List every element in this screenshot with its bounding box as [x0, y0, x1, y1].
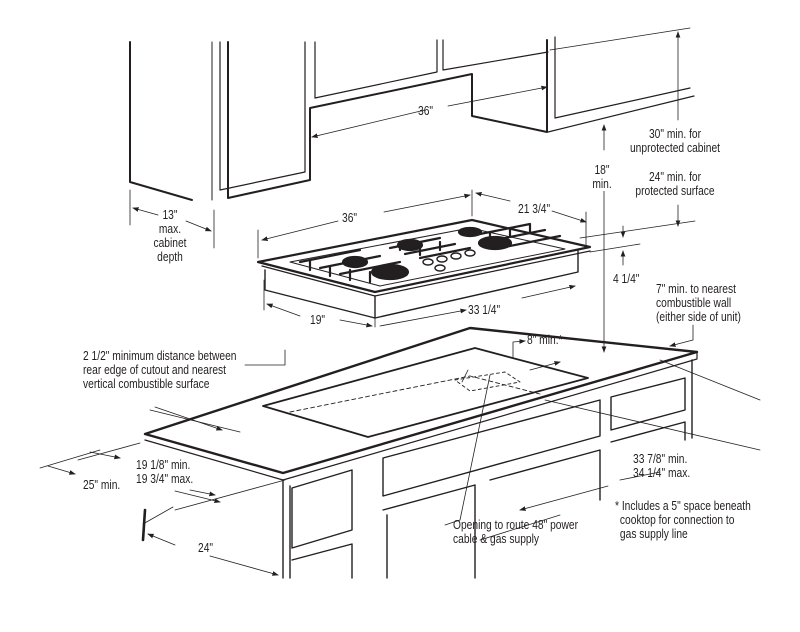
side-wall-line: combustible wall: [656, 296, 732, 310]
side-wall-line: 7" min. to nearest: [656, 282, 736, 296]
vertical-clearance-dimensions: [579, 31, 696, 353]
min-height-above-label: 18" min.: [585, 163, 619, 191]
protected-line: protected surface: [635, 184, 715, 198]
cabinet-depth-line: depth: [157, 250, 183, 264]
min-height-line: min.: [592, 177, 612, 191]
cabinet-base-depth-label: 24": [198, 541, 214, 555]
opening-line: Opening to route 48" power: [453, 518, 579, 532]
counter-depth-label: 25" min.: [83, 478, 121, 492]
cutout-width-range-label: 33 7/8" min. 34 1/4" max.: [633, 452, 690, 480]
footnote-line: * Includes a 5" space beneath: [615, 499, 751, 513]
cutout-width-line: 33 7/8" min.: [633, 452, 688, 466]
control-knobs: [422, 249, 476, 272]
rear-edge-line: rear edge of cutout and nearest: [83, 363, 227, 377]
cutout-depth-line: 19 3/4" max.: [136, 472, 194, 486]
footnote: * Includes a 5" space beneath cooktop fo…: [615, 499, 751, 541]
rear-edge-line: 2 1/2" minimum distance between: [83, 349, 237, 363]
lower-dimensions: [39, 339, 761, 576]
cooktop-depth-label: 21 3/4": [518, 202, 551, 216]
cutout-width-line: 34 1/4" max.: [633, 466, 691, 480]
unprotected-line: 30" min. for: [648, 127, 702, 141]
cabinet-depth-line: cabinet: [153, 236, 187, 250]
base-cabinets: [282, 359, 693, 579]
footnote-line: cooktop for connection to: [619, 513, 735, 527]
cooktop-dimensions: [257, 189, 587, 328]
cabinet-depth-line: 13": [162, 208, 178, 222]
rear-edge-note: 2 1/2" minimum distance between rear edg…: [83, 349, 236, 391]
footnote-line: gas supply line: [619, 527, 688, 541]
cooktop-width-label: 36": [342, 211, 358, 225]
opening-line: cable & gas supply: [453, 532, 540, 546]
upper-cabinets: [129, 27, 695, 201]
side-wall-clearance-label: 7" min. to nearest combustible wall (eit…: [656, 282, 741, 324]
rear-min-label: 8" min.*: [527, 333, 563, 347]
cabinet-gap-width-label: 36": [418, 104, 434, 118]
countertop: [143, 326, 699, 481]
cutout-depth-line: 19 1/8" min.: [136, 458, 191, 472]
side-wall-line: (either side of unit): [656, 310, 741, 324]
unprotected-cabinet-label: 30" min. for unprotected cabinet: [622, 127, 729, 155]
protected-surface-label: 24" min. for protected surface: [626, 170, 724, 198]
min-height-line: 18": [594, 163, 610, 177]
cabinet-depth-dimension: [129, 189, 215, 249]
unprotected-line: unprotected cabinet: [629, 141, 721, 155]
cutout-depth-small-label: 19": [310, 313, 326, 327]
cutout-depth-range-label: 19 1/8" min. 19 3/4" max.: [136, 458, 193, 486]
cabinet-depth-label: 13" max. cabinet depth: [145, 208, 194, 264]
protected-line: 24" min. for: [648, 170, 702, 184]
burner-grates: [298, 222, 562, 284]
rear-edge-line: vertical combustible surface: [83, 377, 210, 391]
cooktop: [256, 218, 592, 319]
cutout-width-small-label: 33 1/4": [468, 303, 501, 317]
cabinet-depth-line: max.: [158, 222, 182, 236]
cabinet-gap-dimension: [311, 85, 548, 139]
cooktop-height-label: 4 1/4": [613, 272, 640, 286]
opening-note: Opening to route 48" power cable & gas s…: [453, 518, 578, 546]
